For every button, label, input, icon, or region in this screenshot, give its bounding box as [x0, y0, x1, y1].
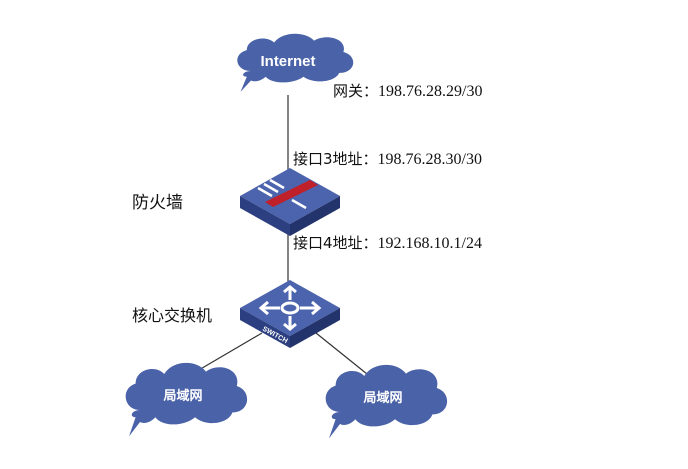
core-switch-icon: SWITCH	[240, 280, 340, 348]
gateway-ip: 198.76.28.29/30	[378, 83, 483, 100]
link-switch-lan-left	[191, 332, 263, 375]
port3-prefix: 接口3地址：	[293, 150, 378, 168]
lan-left-label: 局域网	[163, 388, 202, 403]
lan-right-label: 局域网	[363, 390, 402, 405]
firewall-label: 防火墙	[132, 193, 183, 213]
link-switch-lan-right	[315, 332, 373, 379]
port4-prefix: 接口4地址：	[293, 234, 378, 252]
port4-annotation: 接口4地址：192.168.10.1/24	[293, 232, 482, 253]
port4-ip: 192.168.10.1/24	[377, 235, 482, 252]
internet-label: Internet	[260, 53, 315, 70]
port3-annotation: 接口3地址：198.76.28.30/30	[293, 148, 482, 169]
gateway-annotation: 网关：198.76.28.29/30	[333, 80, 482, 101]
gateway-prefix: 网关：	[333, 82, 379, 100]
firewall-icon	[240, 168, 340, 236]
core-switch-label: 核心交换机	[132, 306, 213, 325]
port3-ip: 198.76.28.30/30	[377, 151, 482, 168]
